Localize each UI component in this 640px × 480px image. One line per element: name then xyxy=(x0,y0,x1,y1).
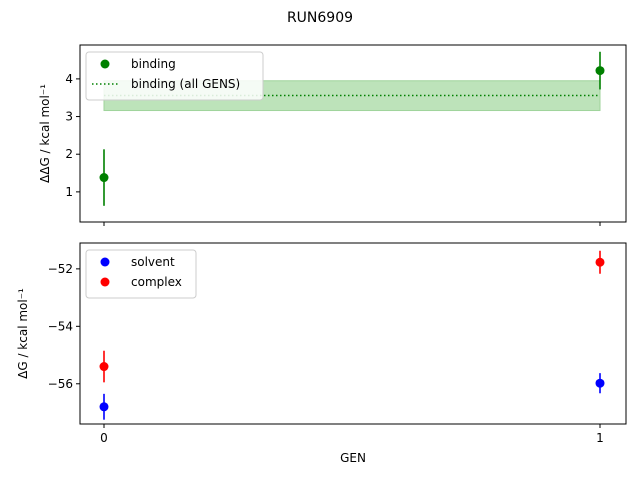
y-tick-label: −52 xyxy=(48,262,73,276)
top-legend: binding binding (all GENS) xyxy=(85,51,264,101)
bottom-xlabel: GEN xyxy=(340,451,366,465)
binding-point xyxy=(99,173,109,183)
legend-label: binding xyxy=(131,57,176,71)
bottom-panel: −56 −54 −52 0 1 ΔG / kcal mol⁻¹ GEN solvent… xyxy=(16,242,627,465)
legend-marker xyxy=(100,59,110,69)
top-panel: 1 2 3 4 ΔΔG / kcal mol⁻¹ binding binding (al… xyxy=(38,44,627,226)
solvent-point xyxy=(595,378,605,388)
complex-point xyxy=(99,362,109,372)
top-panel-frame xyxy=(79,44,627,223)
legend-box xyxy=(85,249,197,299)
y-tick-label: 3 xyxy=(65,110,73,124)
chart-title: RUN6909 xyxy=(287,10,353,26)
y-tick-label: −56 xyxy=(48,377,73,391)
complex-point xyxy=(595,257,605,267)
x-tick-label: 0 xyxy=(100,431,108,445)
legend-label: complex xyxy=(131,275,182,289)
binding-point xyxy=(595,66,605,76)
bottom-panel-frame xyxy=(79,242,627,425)
legend-marker xyxy=(100,257,110,267)
y-tick-label: 1 xyxy=(65,185,73,199)
x-tick-label: 1 xyxy=(596,431,604,445)
y-tick-label: −54 xyxy=(48,319,73,333)
legend-box xyxy=(85,51,264,101)
y-tick-label: 2 xyxy=(65,147,73,161)
bottom-ylabel: ΔG / kcal mol⁻¹ xyxy=(16,288,30,379)
top-ylabel: ΔΔG / kcal mol⁻¹ xyxy=(38,84,52,183)
y-tick-label: 4 xyxy=(65,72,73,86)
legend-label: solvent xyxy=(131,255,175,269)
legend-label: binding (all GENS) xyxy=(131,77,240,91)
legend-marker xyxy=(100,277,110,287)
solvent-point xyxy=(99,402,109,412)
bottom-legend: solvent complex xyxy=(85,249,197,299)
